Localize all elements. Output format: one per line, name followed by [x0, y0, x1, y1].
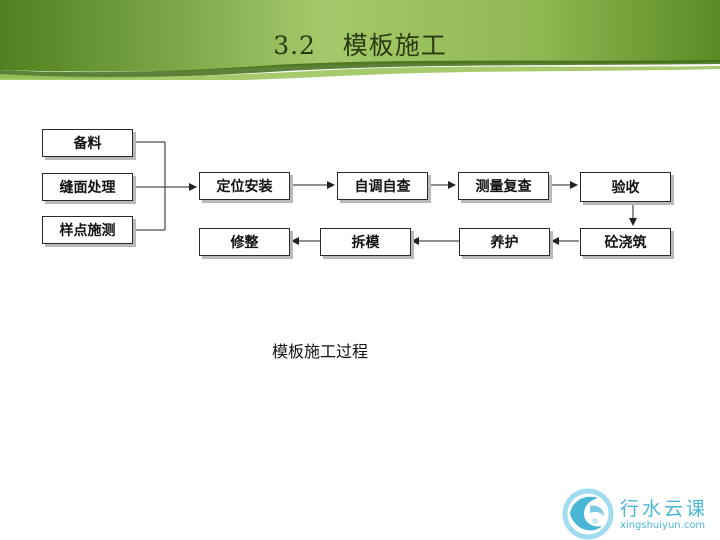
flow-box-trimming: 修整 [199, 228, 290, 256]
flow-box-acceptance: 验收 [580, 172, 671, 202]
header-band: 3.2 模板施工 [0, 0, 720, 80]
flow-box-point-survey: 样点施测 [42, 216, 133, 244]
flow-box-survey-recheck: 测量复查 [458, 172, 549, 200]
flow-box-formwork-removal: 拆模 [320, 228, 411, 256]
logo-name-cn: 行水云课 [620, 498, 709, 520]
diagram-caption: 模板施工过程 [271, 342, 368, 361]
slide-title: 3.2 模板施工 [273, 31, 447, 60]
flow-box-self-check: 自调自查 [337, 172, 428, 200]
brand-logo: 行水云课 xingshuiyun.com [558, 484, 720, 540]
flow-box-joint-treatment: 缝面处理 [42, 173, 133, 201]
logo-name-en: xingshuiyun.com [620, 520, 706, 531]
flow-box-curing: 养护 [459, 228, 550, 256]
flow-box-concrete-pour: 砼浇筑 [580, 228, 671, 256]
wave-logo-icon [562, 488, 614, 540]
flow-box-positioning-install: 定位安装 [199, 172, 290, 200]
header-gradient [0, 0, 720, 80]
flow-box-material-prep: 备料 [42, 129, 133, 157]
